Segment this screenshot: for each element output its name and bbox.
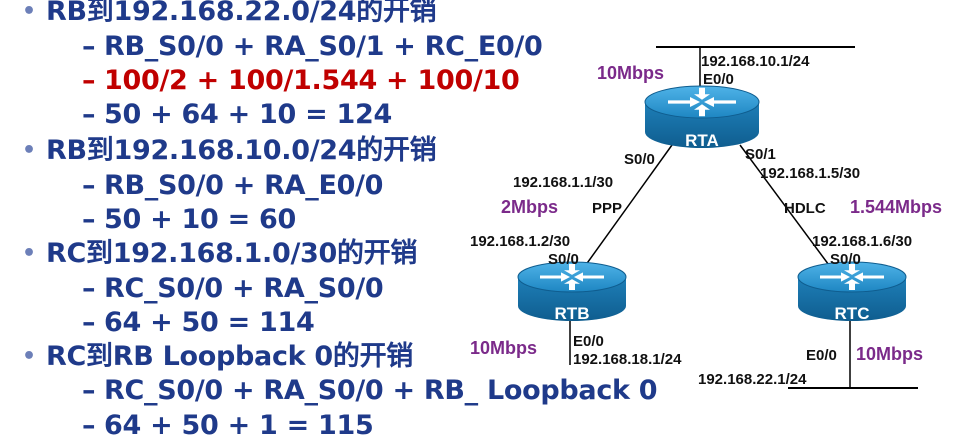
sub-item: –64 + 50 + 1 = 115 [82, 410, 374, 441]
link-rta-rtb [574, 144, 673, 281]
link-ab-speed: 2Mbps [501, 197, 558, 217]
link-ac-protocol: HDLC [784, 200, 826, 217]
rtc-s0-ip: 192.168.1.6/30 [812, 233, 912, 250]
link-rta-rtc [739, 144, 841, 281]
rta-e0-speed: 10Mbps [597, 63, 664, 83]
sub-item: –RB_S0/0 + RA_E0/0 [82, 170, 384, 201]
bullet-list: •RB到192.168.22.0/24的开销 –RB_S0/0 + RA_S0/… [22, 0, 658, 441]
bullet-dot-icon: • [22, 241, 36, 266]
rtc-e0-if: E0/0 [806, 347, 837, 364]
rtc-e0-speed: 10Mbps [856, 344, 923, 364]
link-ab-protocol: PPP [592, 200, 622, 217]
rta-e0-if: E0/0 [703, 71, 734, 88]
router-rta-icon: RTA [644, 85, 760, 150]
sub-item: –64 + 50 = 114 [82, 307, 315, 338]
bullet-dot-icon: • [22, 344, 36, 369]
router-rtc-label: RTC [835, 304, 870, 323]
rtb-s0-ip: 192.168.1.2/30 [470, 233, 570, 250]
link-ac-speed: 1.544Mbps [850, 197, 942, 217]
sub-item: –RB_S0/0 + RA_S0/1 + RC_E0/0 [82, 31, 543, 62]
rtb-e0-ip: 192.168.18.1/24 [573, 351, 682, 368]
sub-item: –RC_S0/0 + RA_S0/0 + RB_ Loopback 0 [82, 375, 658, 406]
bullet-item: •RB到192.168.22.0/24的开销 [22, 0, 437, 29]
router-rta-label: RTA [685, 131, 719, 150]
rtc-s0-if: S0/0 [830, 251, 861, 268]
bullet-dot-icon: • [22, 0, 36, 24]
router-rtb-icon: RTB [517, 261, 627, 323]
sub-item: –50 + 64 + 10 = 124 [82, 99, 392, 130]
bullet-item: •RC到192.168.1.0/30的开销 [22, 238, 418, 269]
rtb-s0-if: S0/0 [548, 251, 579, 268]
rta-s01-if: S0/1 [745, 146, 776, 163]
rta-s01-ip: 192.168.1.5/30 [760, 165, 860, 182]
rta-e0-ip: 192.168.10.1/24 [701, 53, 810, 70]
rta-s00-ip: 192.168.1.1/30 [513, 174, 613, 191]
bullet-dot-icon: • [22, 138, 36, 163]
router-rtc-icon: RTC [797, 261, 907, 323]
sub-item: –50 + 10 = 60 [82, 204, 296, 235]
sub-item-highlight: –100/2 + 100/1.544 + 100/10 [82, 65, 520, 96]
rtb-e0-speed: 10Mbps [470, 338, 537, 358]
bullet-item: •RC到RB Loopback 0的开销 [22, 341, 414, 372]
rta-s00-if: S0/0 [624, 151, 655, 168]
rtc-e0-ip: 192.168.22.1/24 [698, 371, 807, 388]
sub-item: –RC_S0/0 + RA_S0/0 [82, 273, 384, 304]
rtb-e0-if: E0/0 [573, 333, 604, 350]
router-rtb-label: RTB [555, 304, 590, 323]
bullet-item: •RB到192.168.10.0/24的开销 [22, 135, 437, 166]
